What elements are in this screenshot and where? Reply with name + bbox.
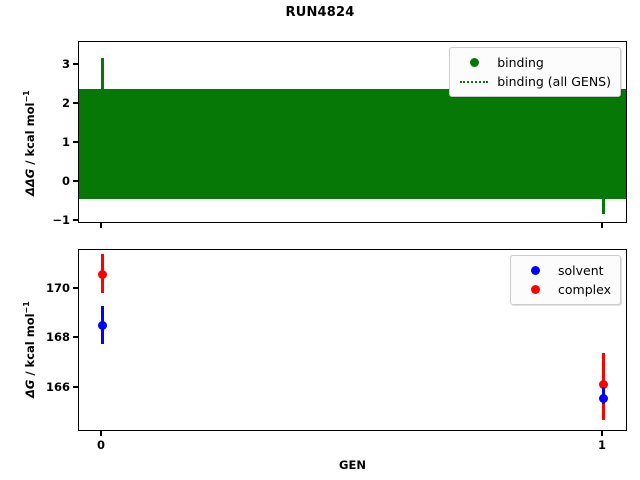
top-xtick-mark-1 xyxy=(601,223,603,228)
bottom-panel-plot-area: solvent complex xyxy=(78,249,627,431)
binding-all-gens-line-icon xyxy=(457,80,491,83)
bottom-ylabel-units: / kcal mol xyxy=(22,313,37,380)
top-ytick-mark-0 xyxy=(73,180,78,182)
binding-errorbar-gen1 xyxy=(601,89,605,214)
bottom-ytick-label-170: 170 xyxy=(45,281,70,295)
solvent-marker-gen1 xyxy=(598,393,608,403)
top-panel-legend[interactable]: binding binding (all GENS) xyxy=(449,47,621,97)
top-ytick-mark-minus1 xyxy=(73,219,78,221)
top-ytick-label-3: 3 xyxy=(61,57,70,71)
xtick-label-gen-1: 1 xyxy=(597,438,607,452)
figure-title: RUN4824 xyxy=(285,5,355,20)
solvent-marker-icon xyxy=(518,266,552,275)
top-ylabel-symbol: ΔΔG xyxy=(22,168,37,196)
bottom-ytick-mark-170 xyxy=(73,287,78,289)
legend-entry-binding-all-gens[interactable]: binding (all GENS) xyxy=(457,72,611,91)
binding-marker-gen1 xyxy=(598,156,608,165)
top-ytick-mark-3 xyxy=(73,63,78,65)
legend-label-binding: binding xyxy=(497,55,544,70)
bottom-ytick-label-166: 166 xyxy=(45,380,70,394)
bottom-ytick-label-168: 168 xyxy=(45,330,70,344)
legend-label-solvent: solvent xyxy=(558,263,604,278)
bottom-ytick-mark-168 xyxy=(73,336,78,338)
binding-all-gens-band xyxy=(79,89,626,199)
top-ytick-label-minus1: −1 xyxy=(52,213,70,227)
bottom-ytick-mark-166 xyxy=(73,386,78,388)
solvent-marker-gen0 xyxy=(97,320,107,330)
top-panel-plot-area: binding binding (all GENS) xyxy=(78,41,627,223)
binding-marker-icon xyxy=(457,58,491,67)
bottom-panel-legend[interactable]: solvent complex xyxy=(510,255,621,305)
complex-marker-icon xyxy=(518,285,552,294)
complex-marker-gen0 xyxy=(97,269,107,279)
legend-label-complex: complex xyxy=(558,282,611,297)
top-ytick-label-0: 0 xyxy=(61,174,70,188)
legend-entry-complex[interactable]: complex xyxy=(518,280,611,299)
top-ytick-label-2: 2 xyxy=(61,96,70,110)
top-xtick-mark-0 xyxy=(100,223,102,228)
bottom-panel-y-axis-label: ΔG / kcal mol−1 xyxy=(22,301,37,398)
complex-marker-gen1 xyxy=(598,379,608,389)
bottom-xtick-mark-1 xyxy=(601,431,603,436)
legend-label-binding-all-gens: binding (all GENS) xyxy=(497,74,611,89)
top-ylabel-exponent: −1 xyxy=(22,90,31,103)
binding-marker-gen0 xyxy=(97,99,107,108)
binding-errorbar-gen0 xyxy=(100,58,104,199)
top-ytick-mark-1 xyxy=(73,141,78,143)
bottom-ylabel-symbol: ΔG xyxy=(22,379,37,398)
top-panel-y-axis-label: ΔΔG / kcal mol−1 xyxy=(22,90,37,196)
top-ytick-label-1: 1 xyxy=(61,135,70,149)
bottom-ylabel-exponent: −1 xyxy=(22,301,31,314)
legend-entry-binding[interactable]: binding xyxy=(457,53,611,72)
top-ytick-mark-2 xyxy=(73,102,78,104)
bottom-xtick-mark-0 xyxy=(100,431,102,436)
xtick-label-gen-0: 0 xyxy=(96,438,106,452)
legend-entry-solvent[interactable]: solvent xyxy=(518,261,611,280)
x-axis-label: GEN xyxy=(339,458,366,472)
top-ylabel-units: / kcal mol xyxy=(22,102,37,169)
